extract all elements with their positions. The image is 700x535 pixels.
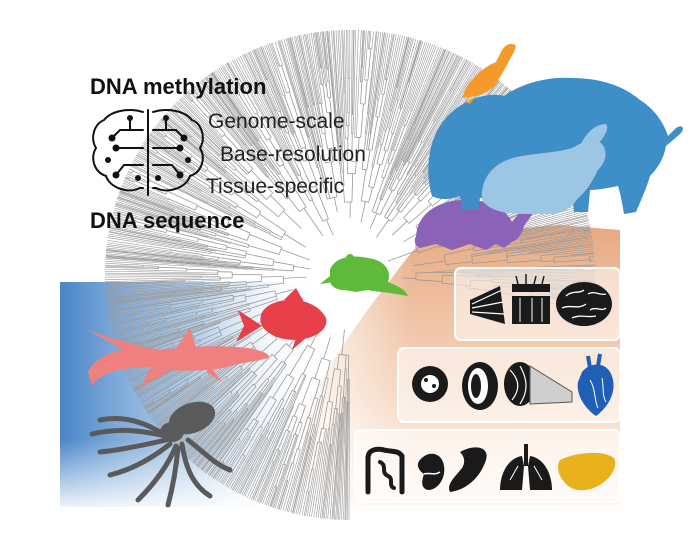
feature-genome-scale: Genome-scale: [208, 110, 345, 133]
spleen-icon: [449, 447, 487, 492]
bird-icon: [462, 43, 516, 104]
skin-icon: [512, 274, 550, 324]
eye-icon: [462, 362, 498, 410]
kidney-cross-section-icon: [412, 366, 448, 402]
heart-icon: [577, 353, 614, 416]
feature-base-resolution: Base-resolution: [220, 143, 366, 166]
organ-panel-bottom: [354, 429, 621, 503]
rabbit-icon: [481, 124, 608, 214]
brain-icon: [556, 282, 612, 326]
turtle-icon: [414, 193, 542, 250]
shark-icon: [88, 328, 269, 390]
fin-icon: [470, 286, 505, 324]
goldfish-icon: [236, 288, 327, 350]
dna-sequence-title: DNA sequence: [90, 208, 245, 233]
frog-icon: [320, 254, 408, 296]
liver-icon: [558, 452, 616, 491]
kidney-icon: [417, 453, 445, 490]
feature-tissue-specific: Tissue-specific: [206, 175, 345, 198]
intestine-icon: [365, 446, 405, 495]
octopus-icon: [89, 401, 233, 508]
muscle-icon: [504, 362, 573, 406]
lungs-icon: [500, 444, 552, 490]
brain-circuit-icon: [92, 109, 204, 196]
dna-methylation-title: DNA methylation: [90, 74, 267, 99]
